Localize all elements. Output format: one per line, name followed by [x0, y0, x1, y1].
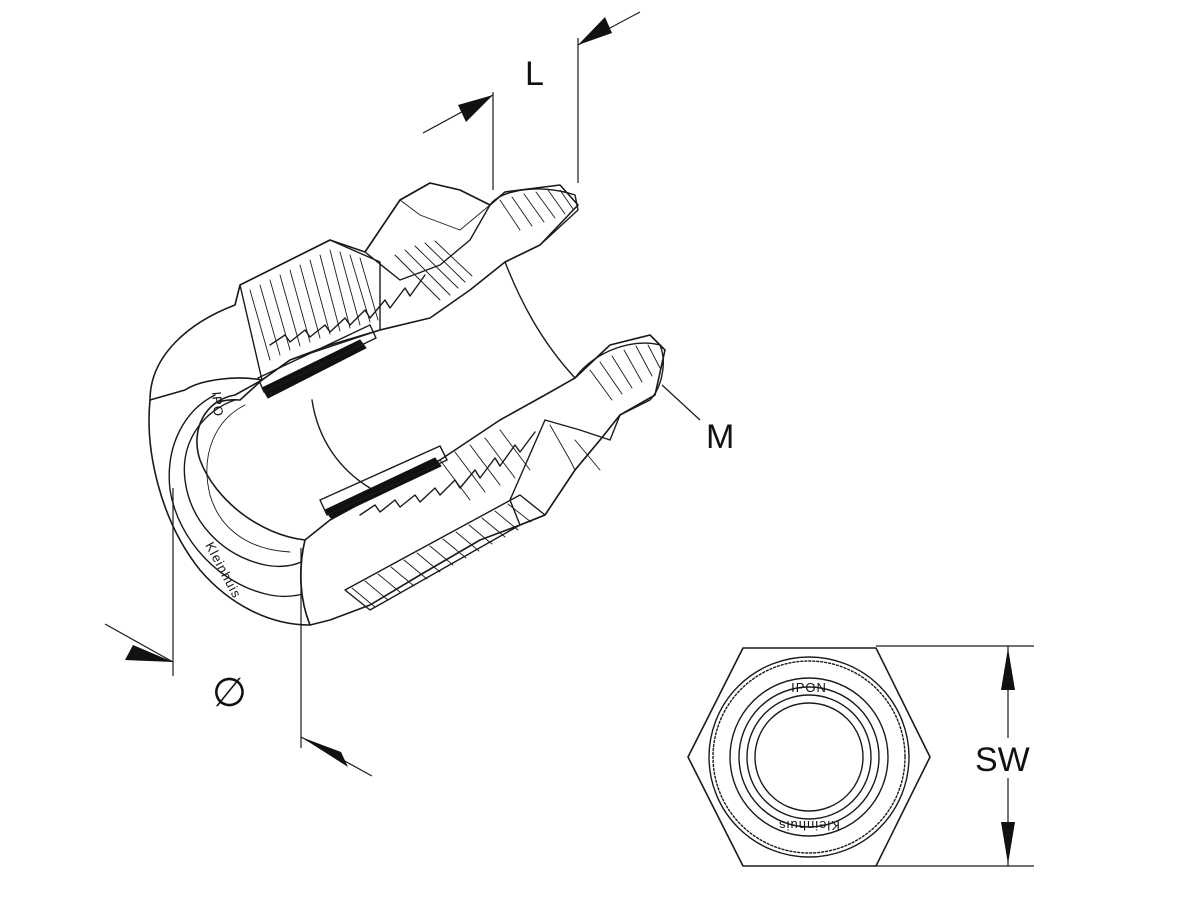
lower-knurl: [344, 494, 546, 611]
front-dome-inner-bore: [206, 404, 291, 553]
bore-circle: [754, 702, 864, 812]
cap-outer-circle: [729, 677, 889, 837]
dimension-length: L: [422, 11, 641, 190]
length-arrow-right: [578, 17, 612, 45]
cable-gland-cutaway: IPO Kleinhuis: [148, 182, 666, 626]
diameter-arrow-right: [301, 737, 348, 767]
hex-knurl-circle: [712, 660, 906, 854]
lower-hex-edge-2: [574, 439, 601, 471]
front-dome-inner-rim: [183, 399, 306, 568]
upper-hex-edge: [399, 199, 491, 231]
lower-seal-outline: [319, 445, 448, 516]
front-dome-inner-rim-2: [168, 394, 311, 598]
inner-bore-back: [504, 261, 576, 379]
lower-sawtooth: [359, 431, 536, 516]
diameter-arrow-left-leader: [104, 623, 174, 663]
length-arrow-left: [458, 95, 493, 122]
dimension-wrench-size: SW: [876, 645, 1034, 867]
dimension-thread: M: [661, 384, 734, 456]
sw-label: SW: [975, 741, 1030, 779]
cable-gland-end-view: IPON Kleinhuis: [687, 647, 931, 867]
sw-arrow-top: [1001, 648, 1015, 690]
lower-thread-hatch: [439, 344, 661, 501]
thread-label: M: [706, 418, 734, 456]
diameter-label: ∅: [212, 671, 247, 715]
cap-inner-circle: [738, 686, 880, 828]
seal-outer-circle: [746, 694, 872, 820]
inner-bore-lower: [311, 399, 371, 489]
lower-body-shell: [300, 334, 666, 626]
sw-arrow-bottom: [1001, 822, 1015, 864]
brand-bottom: Kleinhuis: [778, 818, 840, 833]
upper-seal-strip: [261, 339, 367, 399]
upper-thread-tip: [489, 188, 579, 263]
length-label: L: [525, 55, 544, 93]
diameter-arrow-left: [125, 645, 173, 662]
upper-knurl: [239, 239, 381, 381]
upper-thread-hatch: [394, 189, 574, 301]
dimension-diameter: ∅: [104, 488, 373, 777]
thread-leader: [661, 384, 701, 421]
lower-hex-edge: [549, 424, 576, 471]
brand-iso-top: IPO: [209, 391, 226, 418]
upper-sawtooth: [269, 274, 426, 346]
hex-chamfer-circle: [708, 656, 910, 858]
brand-top: IPON: [791, 680, 827, 695]
lower-thread-tip: [574, 342, 664, 416]
upper-seal-outline: [257, 324, 377, 393]
